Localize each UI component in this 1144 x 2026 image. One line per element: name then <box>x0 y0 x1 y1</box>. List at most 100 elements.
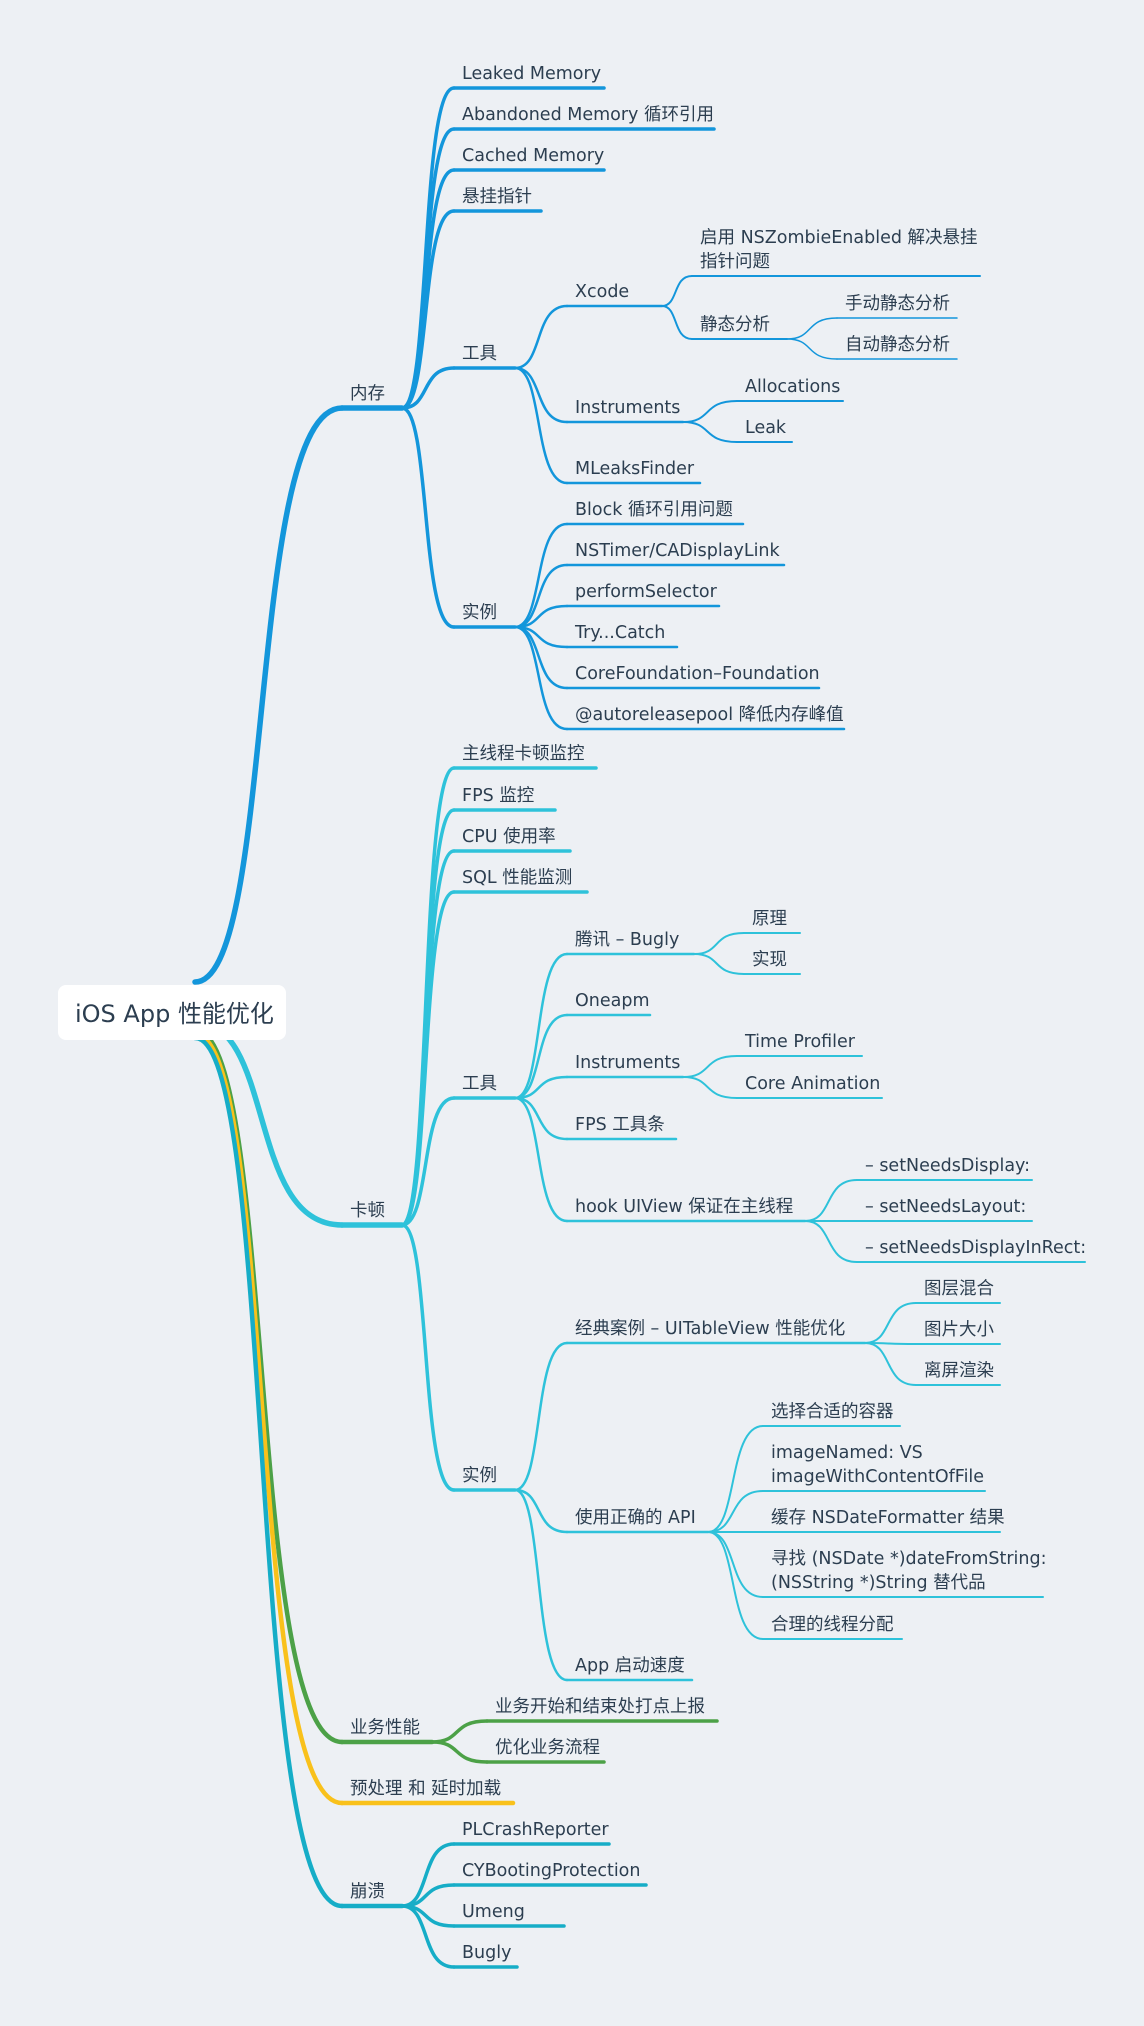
memory-mleaksfinder: MLeaksFinder <box>575 459 695 479</box>
jank-sql: SQL 性能监测 <box>462 868 572 888</box>
memory-static-analysis-connector <box>661 305 693 340</box>
jank-bugly-principle-connector <box>693 932 745 955</box>
jank-mainthread: 主线程卡顿监控 <box>462 744 585 764</box>
crash-umeng: Umeng <box>462 1902 525 1922</box>
memory-instruments-connector <box>513 366 569 424</box>
jank-cases: 实例 <box>462 1466 497 1486</box>
crash-bugly: Bugly <box>462 1943 511 1963</box>
jank-set-needs-display-connector <box>804 1179 858 1222</box>
jank-api-thread-connector <box>707 1531 764 1640</box>
jank-api: 使用正确的 API <box>575 1507 696 1528</box>
memory-case-block-connector <box>513 522 569 629</box>
memory-instruments: Instruments <box>575 398 680 418</box>
jank-hook-connector <box>513 1096 569 1223</box>
jank-image-size: 图片大小 <box>924 1320 994 1340</box>
jank-api-container: 选择合适的容器 <box>771 1402 894 1422</box>
jank-instruments: Instruments <box>575 1053 680 1073</box>
business-report-connector <box>430 1719 489 1744</box>
jank-tools: 工具 <box>462 1074 497 1094</box>
jank-api-formatter: 缓存 NSDateFormatter 结果 <box>771 1508 1005 1528</box>
jank-api-connector <box>513 1488 569 1534</box>
jank-layer-blend-connector <box>864 1302 917 1344</box>
memory-mleaksfinder-connector <box>513 366 569 485</box>
jank-bugly-impl: 实现 <box>752 950 787 970</box>
memory-zombie-line2: 指针问题 <box>700 252 770 272</box>
memory-case-autorelease: @autoreleasepool 降低内存峰值 <box>575 705 844 725</box>
memory-static-auto: 自动静态分析 <box>845 335 950 355</box>
crash-bugly-connector <box>400 1904 456 1969</box>
jank-fps-bar-connector <box>513 1096 569 1141</box>
jank-bugly-connector <box>513 952 569 1100</box>
jank-api-date: 寻找 (NSDate *)dateFromString: <box>771 1549 1047 1569</box>
jank-time-profiler: Time Profiler <box>744 1032 856 1052</box>
memory-case-cf: CoreFoundation–Foundation <box>575 664 820 684</box>
memory-allocations: Allocations <box>745 377 840 397</box>
jank-launch: App 启动速度 <box>575 1656 685 1676</box>
mind-map-connectors <box>192 86 1086 1969</box>
memory-case-trycatch: Try...Catch <box>574 623 665 643</box>
jank-set-needs-display-in-rect-connector <box>804 1220 858 1263</box>
memory-abandoned: Abandoned Memory 循环引用 <box>462 105 714 125</box>
jank-bugly-principle: 原理 <box>752 909 787 929</box>
jank-layer-blend: 图层混合 <box>924 1279 994 1299</box>
jank-sql-connector <box>400 890 456 1227</box>
jank-api-date-connector <box>707 1531 764 1598</box>
memory-cases: 实例 <box>462 603 497 623</box>
jank-oneapm-connector <box>513 1013 569 1100</box>
memory-tools: 工具 <box>462 344 497 364</box>
memory-case-nstimer: NSTimer/CADisplayLink <box>575 541 781 561</box>
business-optimize: 优化业务流程 <box>495 1738 600 1758</box>
memory-case-autorelease-connector <box>513 625 569 731</box>
jank-offscreen-connector <box>864 1342 917 1386</box>
jank-tools-connector <box>400 1096 456 1227</box>
branch-memory: 内存 <box>350 384 385 404</box>
jank-core-animation-connector <box>682 1076 738 1099</box>
memory-dangling-connector <box>400 209 456 410</box>
jank-fps-bar: FPS 工具条 <box>575 1115 665 1135</box>
memory-leak: Leak <box>745 418 787 438</box>
memory-cached: Cached Memory <box>462 146 604 166</box>
jank-offscreen: 离屏渲染 <box>924 1361 994 1381</box>
root-node-box <box>58 985 286 1040</box>
memory-tools-connector <box>400 366 456 410</box>
jank-cpu: CPU 使用率 <box>462 826 556 847</box>
jank-fps: FPS 监控 <box>462 786 534 806</box>
jank-api-imagenamed-line2: imageWithContentOfFile <box>771 1467 984 1487</box>
jank-api-imagenamed: imageNamed: VS <box>771 1443 923 1463</box>
memory-static-auto-connector <box>786 338 838 360</box>
branch-jank: 卡顿 <box>350 1201 385 1221</box>
jank-set-needs-display: – setNeedsDisplay: <box>865 1156 1030 1176</box>
jank-oneapm: Oneapm <box>575 991 650 1011</box>
crash-cybootingprotection: CYBootingProtection <box>462 1861 640 1881</box>
memory-case-perform: performSelector <box>575 582 718 602</box>
jank-launch-connector <box>513 1488 569 1682</box>
jank-tableview-connector <box>513 1341 569 1492</box>
memory-xcode: Xcode <box>575 282 629 302</box>
jank-set-needs-layout: – setNeedsLayout: <box>865 1197 1026 1217</box>
jank-api-thread: 合理的线程分配 <box>771 1615 894 1635</box>
jank-instruments-connector <box>513 1075 569 1100</box>
memory-static-manual: 手动静态分析 <box>845 294 950 314</box>
memory-leaked: Leaked Memory <box>462 64 601 84</box>
memory-cases-connector <box>400 406 456 629</box>
jank-hook: hook UIView 保证在主线程 <box>575 1197 793 1217</box>
crash-plcrashreporter: PLCrashReporter <box>462 1820 609 1840</box>
branch-business: 业务性能 <box>350 1718 420 1738</box>
jank-bugly-impl-connector <box>693 953 745 975</box>
memory-zombie-connector <box>661 275 693 307</box>
jank-cases-connector <box>400 1223 456 1492</box>
memory-case-cf-connector <box>513 625 569 690</box>
jank-api-container-connector <box>707 1425 764 1533</box>
root-node-title: iOS App 性能优化 <box>75 1000 274 1028</box>
branch-crash: 崩溃 <box>350 1882 385 1902</box>
memory-allocations-connector <box>682 400 738 423</box>
jank-api-imagenamed-connector <box>707 1490 764 1533</box>
jank-bugly: 腾讯 – Bugly <box>575 930 679 950</box>
memory-static-analysis: 静态分析 <box>700 315 770 335</box>
jank-tableview: 经典案例 – UITableView 性能优化 <box>575 1319 845 1339</box>
memory-static-manual-connector <box>786 317 838 340</box>
jank-set-needs-display-in-rect: – setNeedsDisplayInRect: <box>865 1238 1086 1258</box>
memory-dangling: 悬挂指针 <box>462 187 532 207</box>
